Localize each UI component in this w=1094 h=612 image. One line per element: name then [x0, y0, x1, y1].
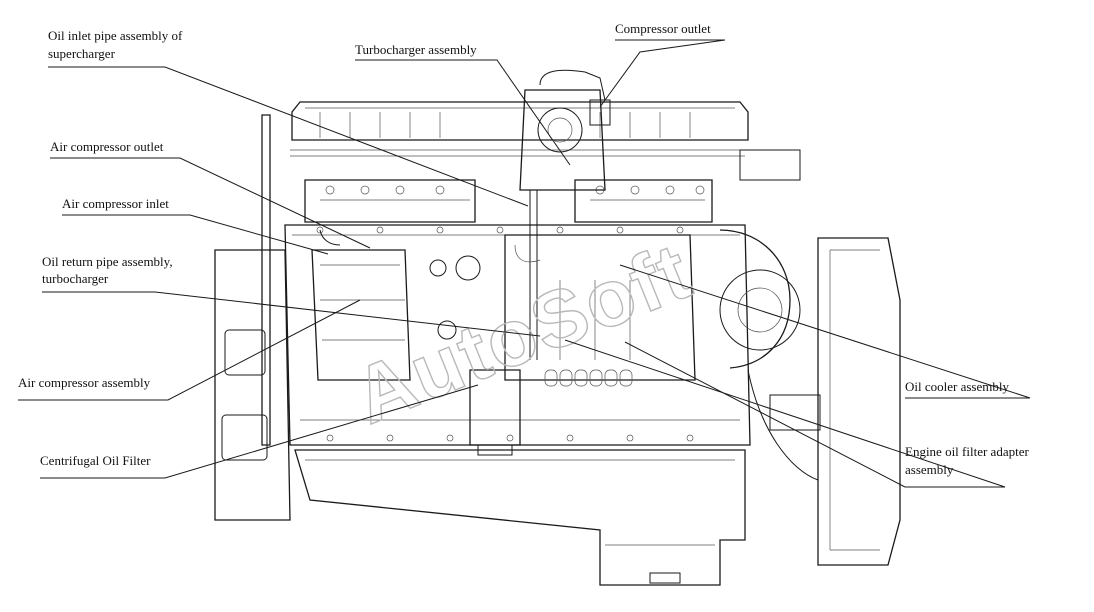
leader-lines — [18, 39, 1031, 488]
label-oil-cooler: Oil cooler assembly — [905, 379, 1009, 394]
label-compressor-outlet: Compressor outlet — [615, 21, 711, 36]
engine-drawing — [214, 69, 901, 586]
label-oil-inlet-pipe-line1: Oil inlet pipe assembly of — [48, 28, 183, 43]
label-air-compressor-outlet: Air compressor outlet — [50, 139, 164, 154]
label-oil-inlet-pipe-line2: supercharger — [48, 46, 116, 61]
label-engine-oil-filter-line2: assembly — [905, 462, 954, 477]
label-oil-return-pipe-line2: turbocharger — [42, 271, 109, 286]
label-turbocharger: Turbocharger assembly — [355, 42, 477, 57]
watermark: AutoSoft — [341, 225, 704, 441]
watermark-text: AutoSoft — [342, 226, 703, 441]
label-engine-oil-filter-line1: Engine oil filter adapter — [905, 444, 1029, 459]
label-oil-return-pipe-line1: Oil return pipe assembly, — [42, 254, 173, 269]
label-centrifugal-oil-filter: Centrifugal Oil Filter — [40, 453, 151, 468]
label-air-compressor-assembly: Air compressor assembly — [18, 375, 151, 390]
callout-labels: Oil inlet pipe assembly of supercharger … — [18, 21, 1029, 477]
label-air-compressor-inlet: Air compressor inlet — [62, 196, 169, 211]
